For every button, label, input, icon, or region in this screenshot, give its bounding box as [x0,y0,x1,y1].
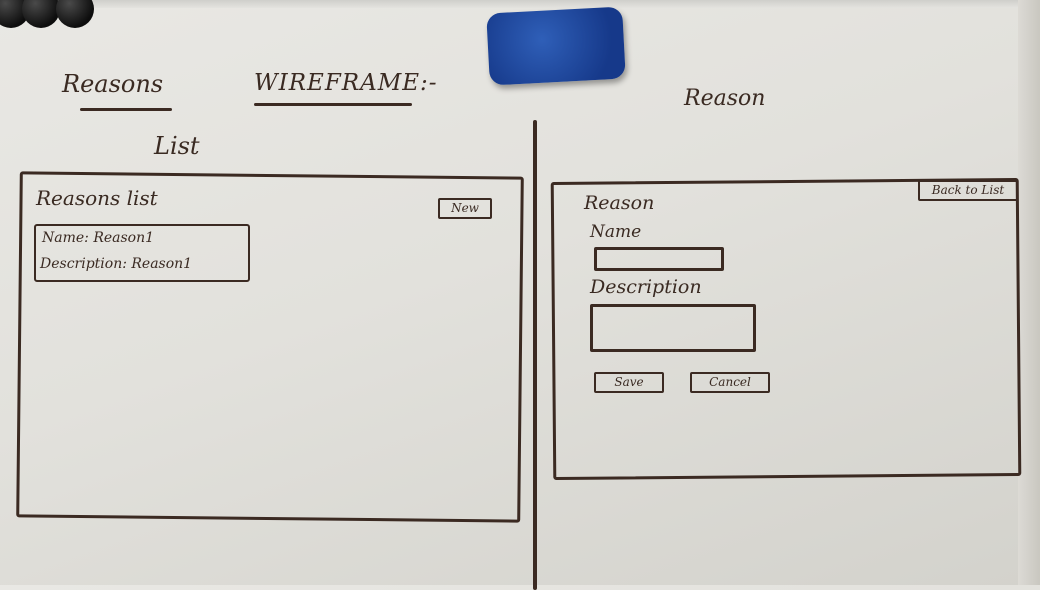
list-item-name: Name: Reason1 [42,230,155,246]
page-divider [533,120,537,590]
description-label: Description [590,276,702,298]
new-button[interactable]: New [438,198,492,219]
save-button[interactable]: Save [594,372,664,393]
whiteboard-top-edge [0,0,1040,8]
reasons-underline [80,108,172,111]
magnet-icon [22,0,60,28]
magnet-icon [56,0,94,28]
reason-heading: Reason [684,86,766,111]
name-field[interactable] [594,247,724,271]
form-title: Reason [584,192,655,214]
description-field[interactable] [590,304,756,352]
list-item[interactable] [34,224,250,282]
wireframe-underline [254,103,412,106]
whiteboard-frame [1018,0,1040,585]
wireframe-heading: WIREFRAME:- [254,70,438,96]
cancel-button[interactable]: Cancel [690,372,770,393]
reasons-list-title: Reasons list [36,186,158,210]
eraser-icon [486,6,626,86]
list-heading: List [154,132,200,160]
reasons-heading: Reasons [62,70,164,98]
name-label: Name [590,222,642,242]
list-item-description: Description: Reason1 [40,256,193,272]
back-to-list-button[interactable]: Back to List [918,180,1018,201]
